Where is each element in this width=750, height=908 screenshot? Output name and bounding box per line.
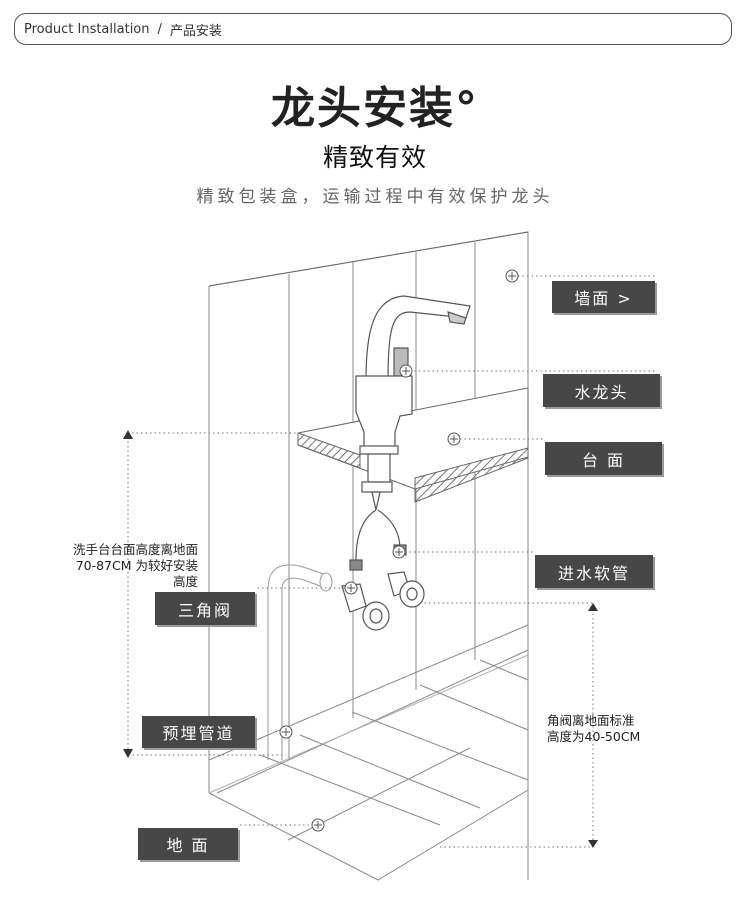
dimension-arrows [123, 430, 598, 848]
floor-tile-line [351, 711, 529, 781]
marker-plus-icon [392, 545, 406, 559]
marker-plus-icon [447, 432, 461, 446]
label-hose: 进水软管 [535, 555, 653, 588]
floor-tile-line [419, 684, 529, 731]
breadcrumb-en[interactable]: Product Installation [24, 21, 150, 37]
label-counter: 台 面 [545, 442, 662, 475]
label-angle-valve: 三角阀 [155, 592, 255, 625]
marker-plus-icon [505, 269, 519, 283]
breadcrumb-separator: / [157, 21, 162, 37]
floor-tile-line [299, 734, 481, 809]
floor [208, 789, 529, 881]
note-line: 70-87CM 为较好安装 [75, 558, 198, 573]
note-valve-height: 角阀离地面标准 高度为40-50CM [547, 713, 677, 745]
label-wall: 墙面 > [552, 281, 655, 313]
marker-icons [279, 269, 519, 832]
faucet-drawing [349, 295, 471, 571]
back-wall [208, 231, 529, 880]
label-faucet: 水龙头 [543, 374, 660, 407]
label-pipe: 预埋管道 [142, 716, 255, 748]
marker-plus-icon [279, 725, 293, 739]
note-line: 高度为40-50CM [547, 729, 641, 744]
note-line: 洗手台台面高度离地面 [72, 542, 198, 557]
note-line: 角阀离地面标准 [547, 713, 635, 728]
note-line: 高度 [172, 574, 198, 589]
page-description: 精致包装盒，运输过程中有效保护龙头 [196, 187, 554, 207]
angle-valves [341, 571, 425, 631]
floor-tile-line [259, 754, 441, 826]
page-title: 龙头安装° [271, 83, 479, 134]
marker-plus-icon [344, 581, 358, 595]
note-counter-height: 洗手台台面高度离地面 70-87CM 为较好安装 高度 [48, 542, 198, 590]
label-floor: 地 面 [138, 828, 238, 860]
floor-tile-line [479, 659, 529, 681]
breadcrumb: Product Installation / 产品安装 [14, 13, 732, 45]
counter-slab [297, 387, 529, 503]
marker-plus-icon [311, 818, 325, 832]
breadcrumb-cn: 产品安装 [169, 23, 222, 39]
page-subtitle: 精致有效 [322, 143, 427, 172]
marker-plus-icon [399, 364, 413, 378]
